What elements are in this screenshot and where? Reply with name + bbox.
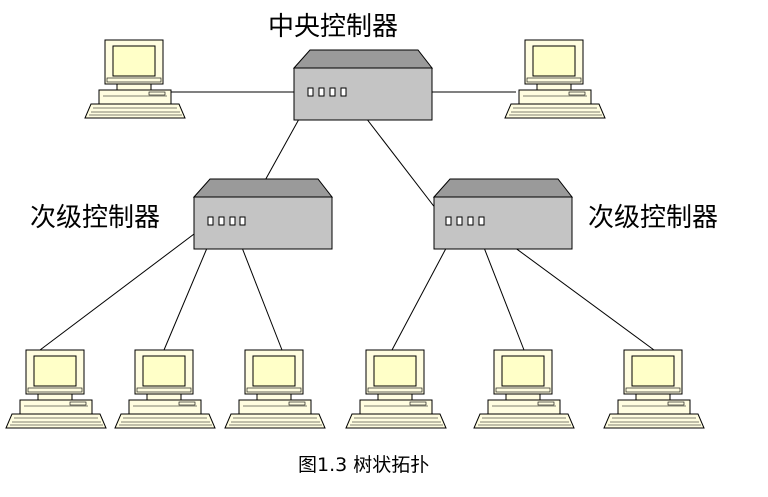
secondary-controller-right	[432, 178, 574, 250]
central-ports	[307, 87, 347, 97]
secondary-controller-left	[192, 178, 334, 250]
central-controller-label: 中央控制器	[268, 12, 399, 42]
computer-icon-bottom-2	[114, 349, 216, 429]
computer-icon-bottom-4	[345, 349, 447, 429]
computer-icon-bottom-3	[224, 349, 326, 429]
computer-icon-bottom-5	[473, 349, 575, 429]
computer-icon-bottom-1	[5, 349, 107, 429]
figure-caption: 图1.3 树状拓扑	[298, 454, 430, 476]
secondary-left-ports	[207, 216, 246, 226]
secondary-right-ports	[445, 216, 485, 226]
computer-icon-top-right	[504, 39, 606, 119]
secondary-controller-left-label: 次级控制器	[30, 203, 161, 233]
computer-icon-top-left	[84, 39, 186, 119]
central-controller	[292, 49, 434, 121]
secondary-controller-right-label: 次级控制器	[588, 203, 719, 233]
computer-icon-bottom-6	[603, 349, 705, 429]
link-secl-pc1	[39, 221, 211, 351]
